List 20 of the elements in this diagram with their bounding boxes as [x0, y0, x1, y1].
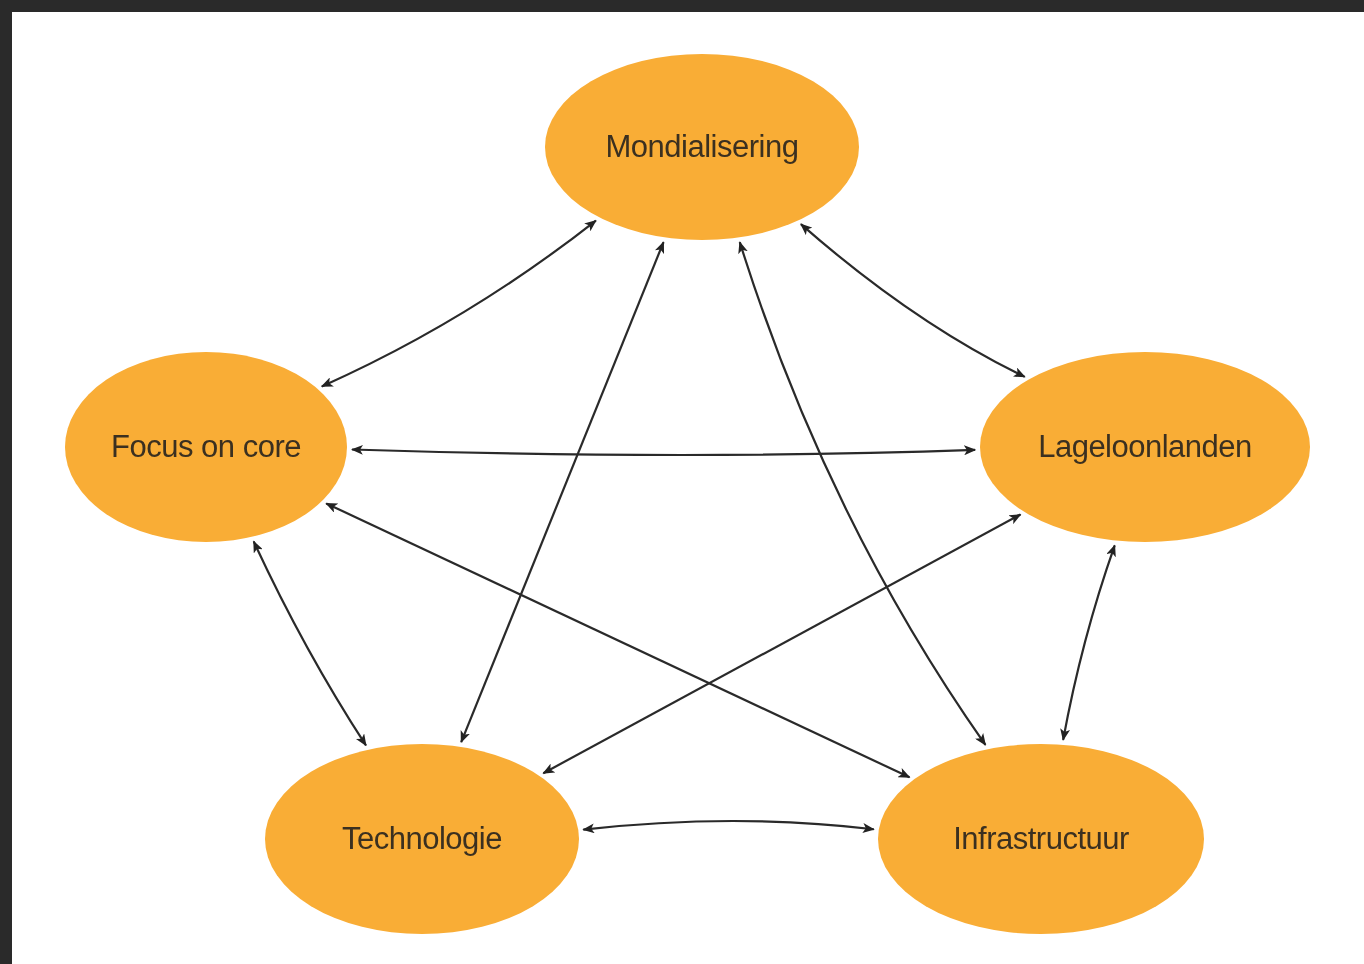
node-label: Infrastructuur: [953, 821, 1129, 857]
double-arrow: [800, 223, 1026, 378]
oval-node: [65, 352, 347, 542]
double-arrow: [738, 241, 987, 746]
double-arrow: [350, 444, 977, 457]
node-label: Lageloonlanden: [1038, 429, 1252, 465]
node-label: Focus on core: [111, 429, 301, 465]
double-arrow: [1060, 544, 1116, 741]
double-arrow: [252, 540, 367, 747]
double-arrow: [325, 502, 911, 779]
node-label: Technologie: [342, 821, 502, 857]
double-arrow: [582, 819, 875, 834]
oval-node: [265, 744, 579, 934]
oval-node: [878, 744, 1204, 934]
node-label: Mondialisering: [605, 129, 799, 165]
oval-node: [980, 352, 1310, 542]
double-arrow: [460, 241, 665, 743]
oval-node: [545, 54, 859, 240]
double-arrow: [320, 219, 597, 388]
double-arrow: [542, 513, 1022, 775]
